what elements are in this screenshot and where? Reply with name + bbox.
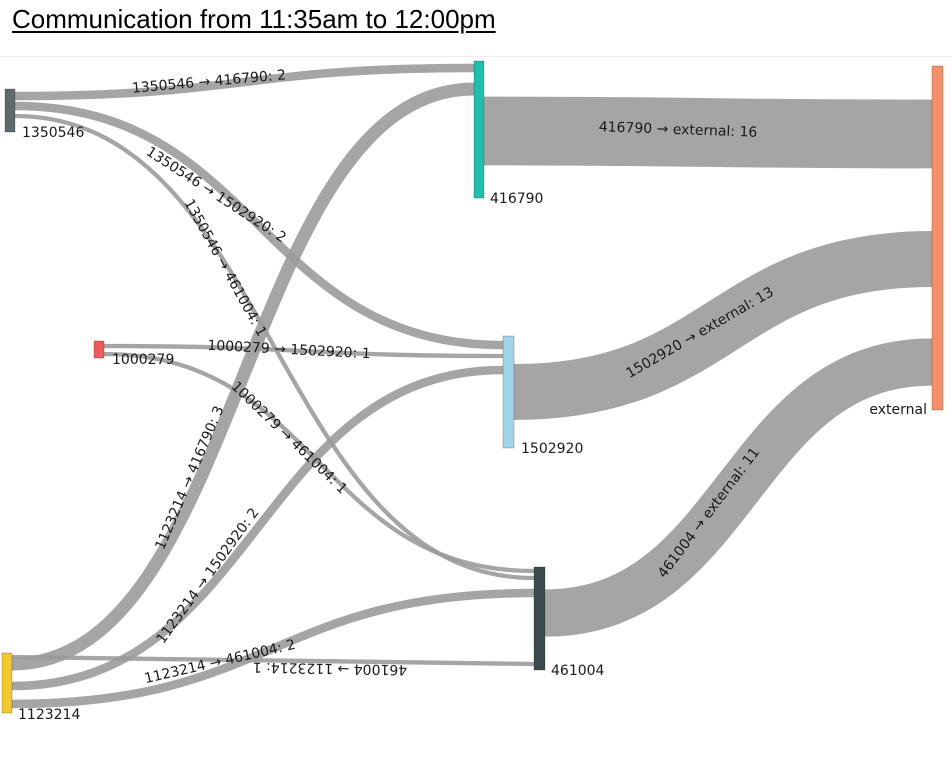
node-label-1502920: 1502920	[521, 441, 583, 457]
node-461004[interactable]	[533, 566, 546, 671]
node-label-external: external	[869, 402, 927, 418]
link-label-1350546-to-416790: 1350546 → 416790: 2	[131, 67, 286, 96]
node-label-1350546: 1350546	[22, 125, 84, 141]
link-1000279-to-1502920[interactable]	[103, 343, 504, 359]
link-1123214-to-1502920[interactable]	[11, 365, 504, 691]
node-1123214[interactable]	[1, 652, 13, 714]
link-461004-to-external[interactable]	[544, 338, 933, 637]
link-1350546-to-1502920[interactable]	[14, 101, 504, 350]
node-label-416790: 416790	[490, 191, 543, 207]
link-1123214-to-416790[interactable]	[11, 82, 475, 671]
link-1502920-to-external[interactable]	[513, 231, 933, 420]
link-1000279-to-461004[interactable]	[103, 351, 535, 574]
link-label-416790-to-external: 416790 → external: 16	[598, 119, 757, 141]
links-layer	[11, 63, 933, 709]
link-label-1123214-to-416790: 1123214 → 416790: 3	[152, 404, 227, 552]
node-external[interactable]	[931, 65, 944, 411]
link-label-1350546-to-1502920: 1350546 → 1502920: 2	[143, 144, 289, 246]
node-1350546[interactable]	[4, 88, 16, 133]
node-label-1123214: 1123214	[18, 707, 80, 723]
node-416790[interactable]	[473, 60, 485, 199]
node-label-1000279: 1000279	[112, 352, 174, 368]
node-1502920[interactable]	[502, 335, 515, 449]
link-1350546-to-416790[interactable]	[14, 63, 475, 101]
link-label-461004-to-1123214: 461004 → 1123214: 1	[253, 659, 408, 678]
link-461004-to-1123214[interactable]	[11, 654, 535, 667]
node-label-461004: 461004	[551, 663, 605, 679]
link-1123214-to-461004[interactable]	[11, 588, 535, 709]
node-1000279[interactable]	[93, 340, 105, 359]
chart-title: Communication from 11:35am to 12:00pm	[12, 4, 496, 34]
link-label-1000279-to-1502920: 1000279 → 1502920: 1	[207, 338, 371, 363]
link-416790-to-external[interactable]	[483, 96, 933, 169]
nodes-layer	[1, 60, 944, 714]
title-divider	[0, 56, 952, 57]
